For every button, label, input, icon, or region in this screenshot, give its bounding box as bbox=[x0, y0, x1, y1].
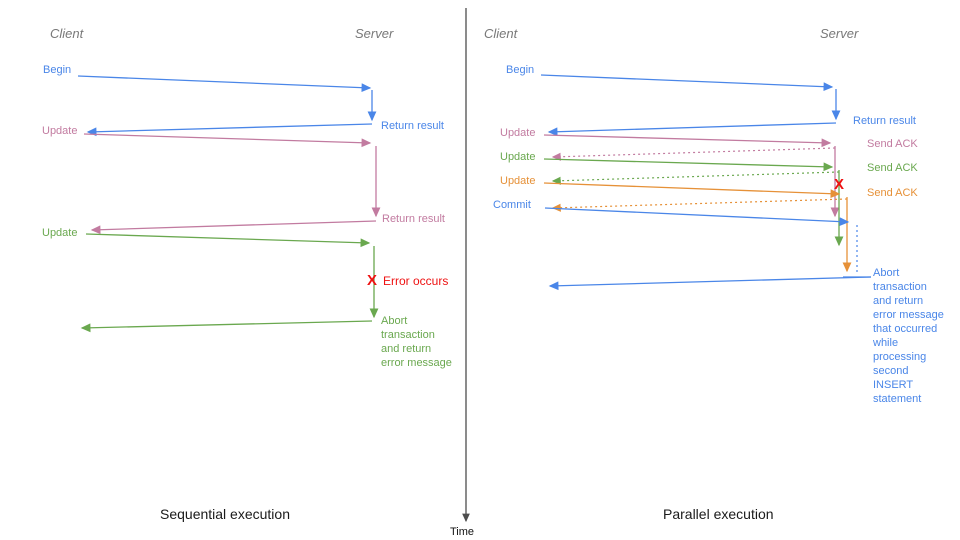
right-update-1-label: Update bbox=[500, 127, 536, 139]
right-begin-arrow bbox=[540, 74, 841, 137]
right-ack-3-label: Send ACK bbox=[867, 187, 918, 199]
left-abort-message: Abort transaction and return error messa… bbox=[381, 315, 452, 369]
left-update1-arrow bbox=[83, 133, 381, 235]
left-begin-label: Begin bbox=[43, 64, 72, 76]
left-error-label: Error occurs bbox=[383, 274, 449, 288]
right-abort-message: Abort transaction and return error messa… bbox=[873, 267, 944, 405]
right-server-header: Server bbox=[820, 26, 859, 41]
left-update2-arrow bbox=[80, 233, 379, 333]
right-ack-1-label: Send ACK bbox=[867, 138, 918, 150]
right-update1-arrow bbox=[543, 134, 840, 218]
right-begin-label: Begin bbox=[506, 64, 535, 76]
right-client-header: Client bbox=[484, 26, 518, 41]
right-update2-arrow bbox=[543, 158, 844, 247]
right-update-2-label: Update bbox=[500, 151, 536, 163]
left-return-result-2-label: Return result bbox=[382, 213, 445, 225]
right-update3-arrow bbox=[543, 182, 852, 273]
right-commit-arrow bbox=[544, 207, 872, 291]
right-commit-label: Commit bbox=[493, 199, 531, 211]
left-client-header: Client bbox=[50, 26, 84, 41]
right-update-3-label: Update bbox=[500, 175, 536, 187]
left-caption: Sequential execution bbox=[160, 506, 290, 522]
left-server-header: Server bbox=[355, 26, 394, 41]
left-update-1-label: Update bbox=[42, 125, 78, 137]
right-error-x-icon: X bbox=[834, 176, 845, 193]
left-error-x-icon: X bbox=[367, 272, 378, 289]
time-axis-label: Time bbox=[450, 526, 475, 538]
left-begin-arrow bbox=[77, 75, 377, 137]
left-update-2-label: Update bbox=[42, 227, 78, 239]
left-return-result-1-label: Return result bbox=[381, 120, 444, 132]
right-ack-2-label: Send ACK bbox=[867, 162, 918, 174]
right-caption: Parallel execution bbox=[663, 506, 774, 522]
right-return-result-label: Return result bbox=[853, 115, 916, 127]
